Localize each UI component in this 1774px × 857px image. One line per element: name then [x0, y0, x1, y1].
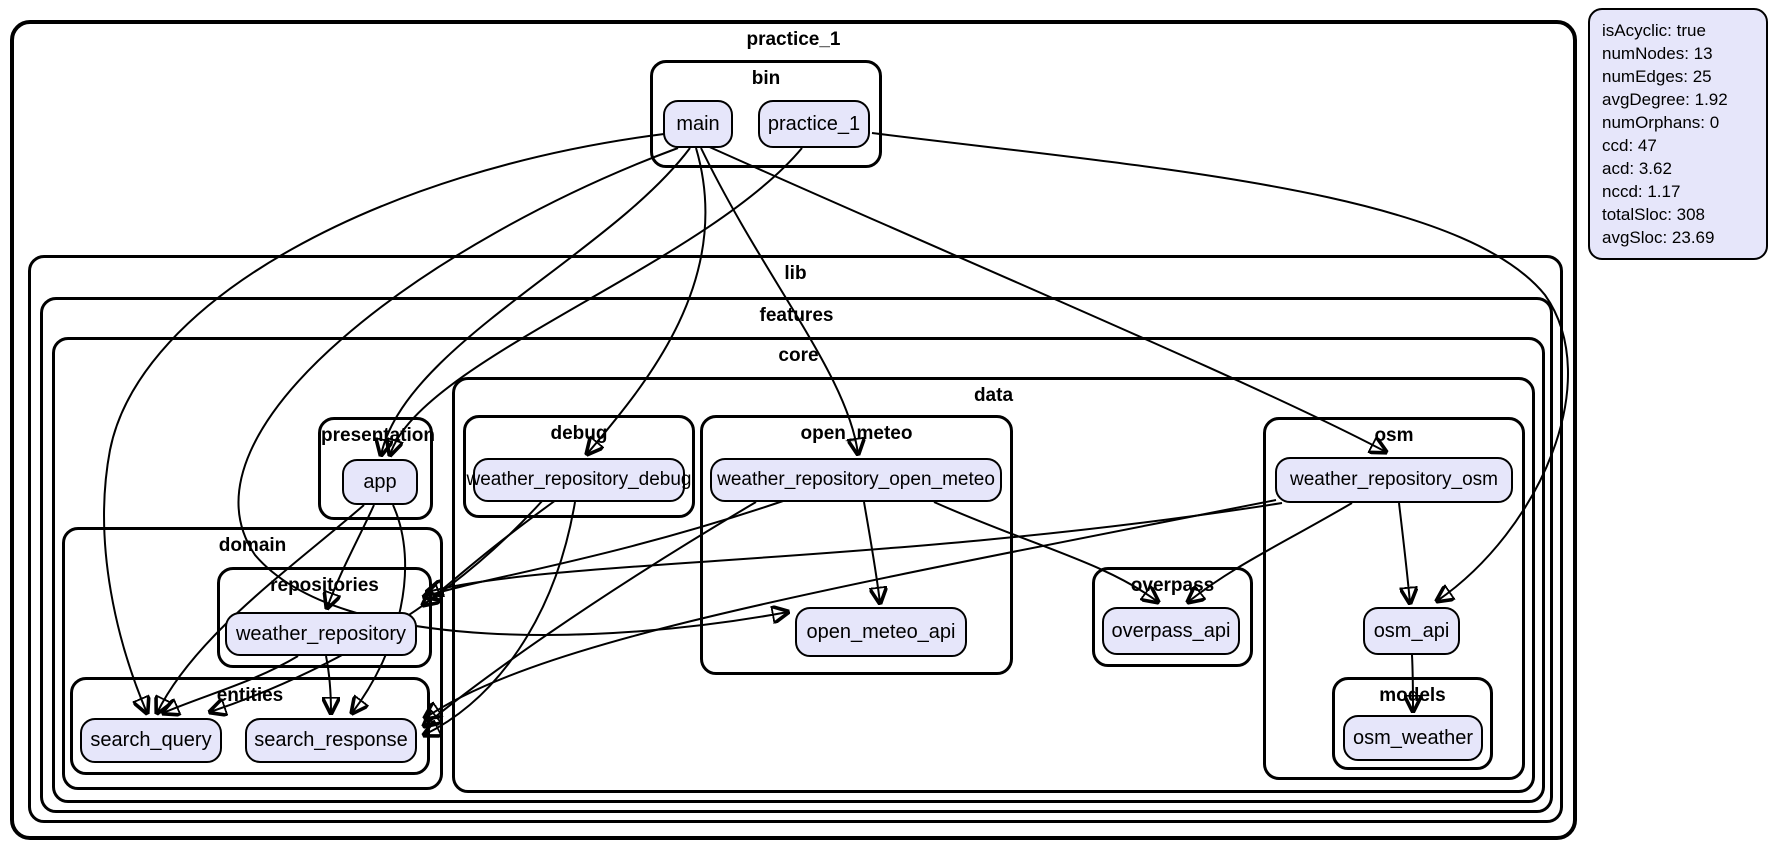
cluster-features-label: features [759, 305, 834, 326]
stats-line: isAcyclic: true [1602, 21, 1706, 40]
cluster-bin-label: bin [751, 68, 781, 89]
node-app: app [342, 459, 418, 505]
node-practice-1: practice_1 [758, 100, 870, 148]
node-osm-weather: osm_weather [1343, 715, 1483, 761]
node-open-meteo-api-label: open_meteo_api [806, 620, 956, 643]
cluster-debug-label: debug [550, 423, 608, 444]
stats-line: acd: 3.62 [1602, 159, 1672, 178]
cluster-open-meteo-label: open_meteo [800, 423, 913, 444]
stats-line: nccd: 1.17 [1602, 182, 1681, 201]
stats-line: avgDegree: 1.92 [1602, 90, 1728, 109]
node-main: main [663, 100, 733, 148]
node-weather-repository-open-meteo: weather_repository_open_meteo [710, 458, 1002, 502]
cluster-domain-label: domain [218, 535, 287, 556]
node-app-label: app [363, 470, 397, 493]
stats-line: totalSloc: 308 [1602, 205, 1706, 224]
node-practice-1-label: practice_1 [767, 112, 861, 135]
node-search-query: search_query [80, 718, 222, 763]
node-weather-repository-osm-label: weather_repository_osm [1289, 469, 1499, 490]
stats-line: numOrphans: 0 [1602, 113, 1720, 132]
cluster-models-label: models [1379, 685, 1446, 706]
stats-line: numNodes: 13 [1602, 44, 1713, 63]
node-weather-repository-debug: weather_repository_debug [467, 458, 692, 502]
cluster-data-label: data [973, 385, 1014, 406]
node-osm-api-label: osm_api [1373, 619, 1450, 642]
cluster-lib-label: lib [784, 263, 807, 284]
stats-line: ccd: 47 [1602, 136, 1657, 155]
node-weather-repository: weather_repository [225, 612, 417, 656]
node-search-response: search_response [245, 718, 417, 763]
node-osm-weather-label: osm_weather [1352, 726, 1474, 749]
node-weather-repository-label: weather_repository [235, 622, 407, 645]
node-weather-repository-osm: weather_repository_osm [1275, 457, 1513, 503]
cluster-presentation-label: presentation [321, 425, 436, 446]
node-main-label: main [676, 112, 720, 135]
cluster-practice-1-label: practice_1 [746, 29, 841, 50]
stats-line: numEdges: 25 [1602, 67, 1712, 86]
stats-line: avgSloc: 23.69 [1602, 228, 1715, 247]
node-search-response-label: search_response [254, 729, 408, 751]
node-overpass-api-label: overpass_api [1111, 619, 1231, 642]
node-overpass-api: overpass_api [1102, 607, 1240, 655]
node-weather-repository-debug-label: weather_repository_debug [466, 469, 692, 490]
cluster-overpass-label: overpass [1130, 575, 1215, 596]
cluster-core-label: core [778, 345, 819, 366]
node-osm-api: osm_api [1363, 607, 1460, 655]
stats-panel: isAcyclic: true numNodes: 13 numEdges: 25 a… [1588, 8, 1768, 260]
node-weather-repository-open-meteo-label: weather_repository_open_meteo [717, 469, 995, 490]
node-open-meteo-api: open_meteo_api [795, 607, 967, 657]
cluster-entities-label: entities [216, 685, 284, 706]
node-search-query-label: search_query [90, 729, 212, 751]
cluster-osm-label: osm [1374, 425, 1414, 446]
cluster-repositories-label: repositories [270, 575, 379, 596]
